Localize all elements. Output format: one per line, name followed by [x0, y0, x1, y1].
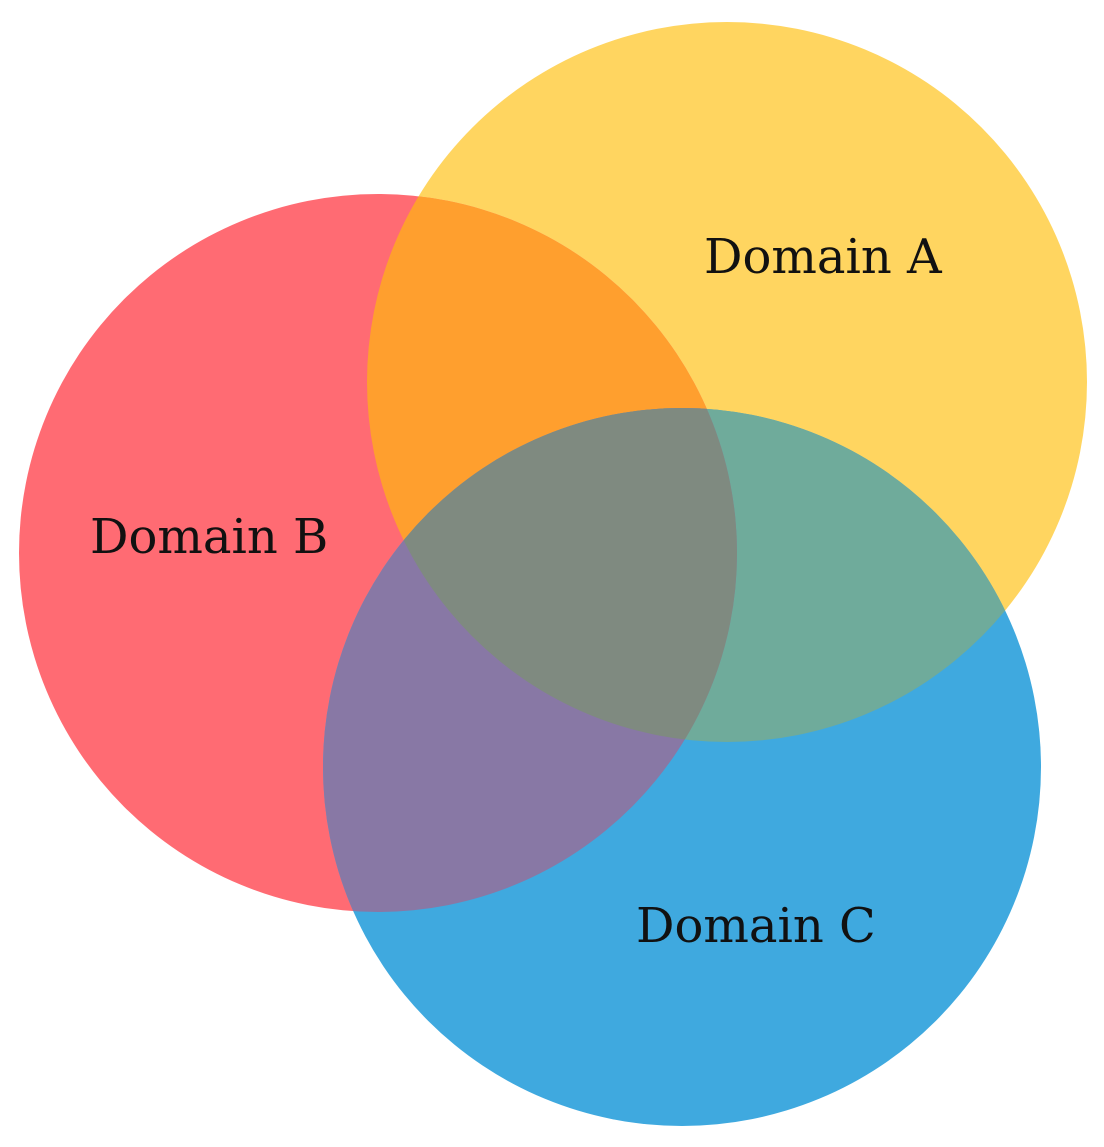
- overlap-a-b-c-outer: [367, 408, 737, 742]
- domain-a-label: Domain A: [704, 229, 943, 285]
- overlap-a-b-c: [367, 408, 737, 742]
- domain-c-label: Domain C: [636, 898, 876, 954]
- domain-b-label: Domain B: [90, 509, 328, 565]
